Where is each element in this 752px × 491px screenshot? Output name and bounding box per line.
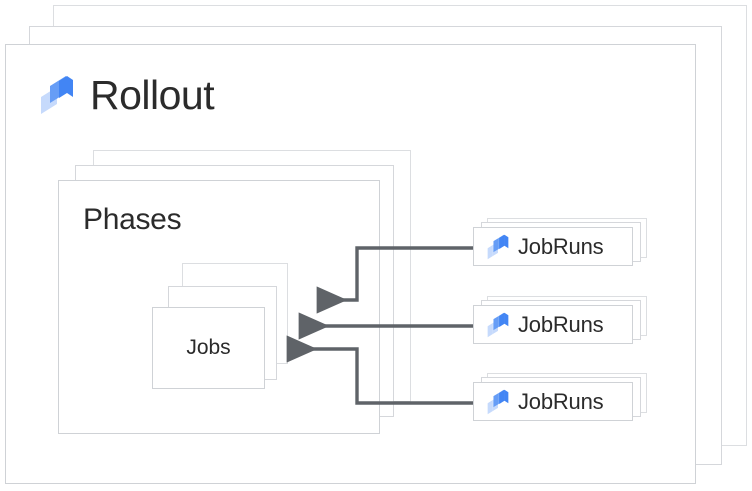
- jobs-title: Jobs: [186, 336, 231, 359]
- jobruns-label: JobRuns: [518, 311, 604, 337]
- rollout-icon: [40, 75, 74, 115]
- jobruns-label: JobRuns: [518, 388, 604, 414]
- rollout-title: Rollout: [90, 71, 215, 118]
- phases-title: Phases: [83, 203, 182, 236]
- jobs-card-front: [152, 307, 265, 389]
- jobruns-card-front[interactable]: JobRuns: [473, 382, 633, 421]
- jobrun-icon: [487, 312, 509, 338]
- jobruns-card-front[interactable]: JobRuns: [473, 305, 633, 344]
- jobrun-icon: [487, 389, 509, 415]
- jobruns-label: JobRuns: [518, 233, 604, 259]
- jobruns-card-front[interactable]: JobRuns: [473, 227, 633, 266]
- jobrun-icon: [487, 234, 509, 260]
- rollout-header: Rollout: [40, 66, 215, 124]
